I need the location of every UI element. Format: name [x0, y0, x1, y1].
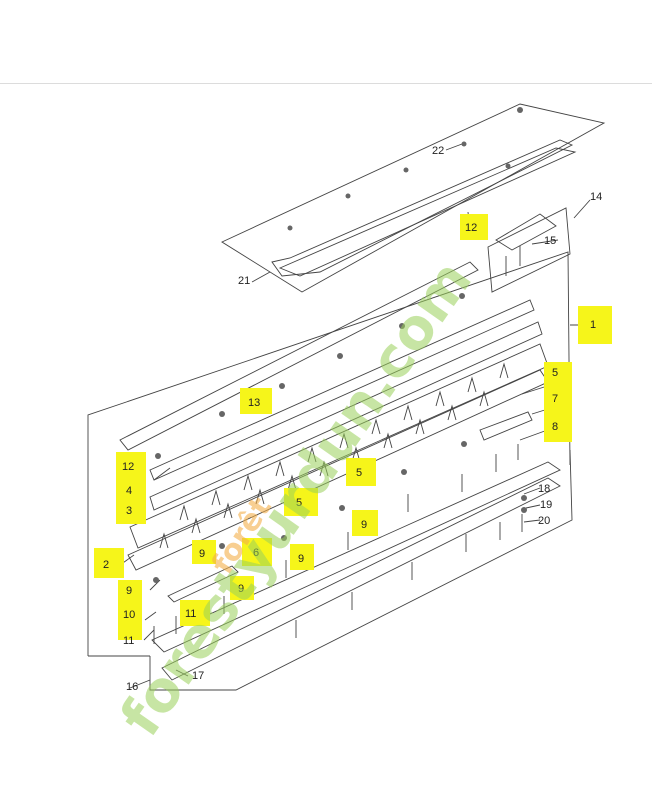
label-5b: 5 [356, 467, 362, 479]
highlight-11 [180, 600, 210, 626]
blade-4 [149, 321, 543, 511]
label-15: 15 [544, 235, 556, 247]
label-19: 19 [540, 499, 552, 511]
label-8: 8 [552, 421, 558, 433]
strip-13 [119, 261, 479, 451]
teeth-upper [179, 362, 509, 521]
label-13: 13 [248, 397, 260, 409]
highlight-5b [346, 458, 376, 486]
label-10: 10 [123, 609, 135, 621]
highlight-9b [192, 540, 216, 564]
label-9c: 9 [298, 553, 304, 565]
highlight-9c [290, 544, 314, 570]
label-2: 2 [103, 559, 109, 571]
bracket-box [487, 207, 571, 293]
label-7: 7 [552, 393, 558, 405]
highlight-2 [94, 548, 124, 578]
label-9e: 9 [126, 585, 132, 597]
guide-rail-outer [151, 461, 561, 653]
highlight-9a [352, 510, 378, 536]
label-16: 16 [126, 681, 138, 693]
watermark-green: forestyurdun.com [108, 249, 485, 748]
guide-rail-inner [161, 477, 561, 681]
label-5c: 5 [296, 497, 302, 509]
highlight-12 [460, 214, 488, 240]
label-11a: 11 [185, 608, 196, 620]
label-17: 17 [192, 670, 204, 682]
highlight-5-7-8 [544, 362, 572, 442]
label-5a: 5 [552, 367, 558, 379]
label-9d: 9 [238, 583, 244, 595]
highlight-5c [284, 488, 318, 516]
leaders [119, 143, 591, 689]
label-18: 18 [538, 483, 550, 495]
lower-frame [149, 449, 573, 691]
bolts [153, 246, 523, 644]
label-20: 20 [538, 515, 550, 527]
highlight-6 [242, 538, 272, 566]
highlight-9-10-11 [118, 580, 142, 640]
teeth-lower [159, 390, 489, 549]
cover-plate [221, 103, 606, 293]
label-9b: 9 [199, 548, 205, 560]
plate-7 [479, 411, 533, 441]
label-4: 4 [126, 485, 132, 497]
cover-blade-shape [271, 139, 574, 277]
plate-10 [167, 565, 239, 603]
label-12a: 12 [122, 461, 134, 473]
label-1: 1 [590, 319, 596, 331]
label-6: 6 [253, 547, 259, 559]
main-frame [87, 251, 571, 656]
bracket-part [495, 213, 557, 251]
strip-12 [149, 299, 535, 481]
label-3: 3 [126, 505, 132, 517]
top-divider [0, 83, 652, 84]
highlight-9d [230, 576, 254, 600]
label-14: 14 [590, 191, 602, 203]
label-22: 22 [432, 145, 444, 157]
label-9a: 9 [361, 519, 367, 531]
highlight-13 [240, 388, 272, 414]
highlight-1 [578, 306, 612, 344]
cover-inner-edge [278, 147, 577, 277]
label-12b: 12 [465, 222, 477, 234]
label-21: 21 [238, 275, 250, 287]
label-11b: 11 [123, 635, 134, 647]
highlight-12-4-3 [116, 452, 146, 524]
